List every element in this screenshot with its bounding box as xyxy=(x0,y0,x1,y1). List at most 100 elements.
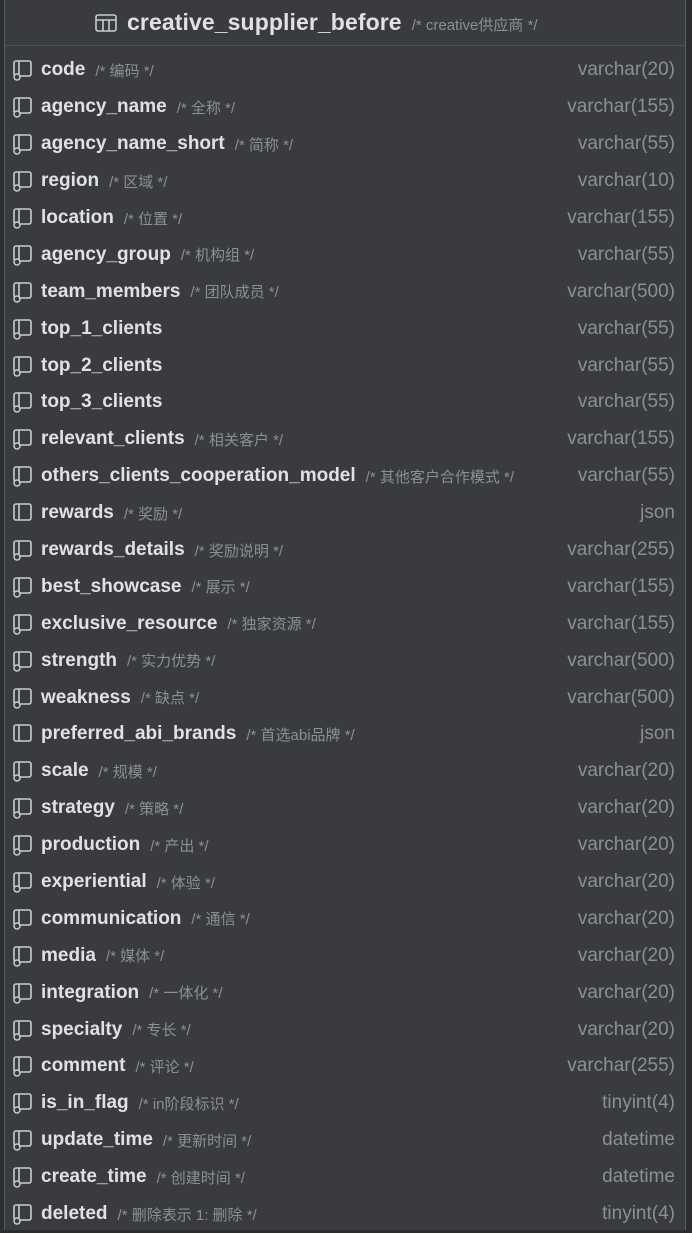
column-comment: /* in阶段标识 */ xyxy=(138,1095,239,1113)
column-name: deleted xyxy=(41,1203,108,1225)
key-column-icon xyxy=(12,207,36,229)
column-name: top_1_clients xyxy=(41,317,163,339)
column-comment: /* 通信 */ xyxy=(191,911,250,929)
column-row-agency-name-short[interactable]: agency_name_short/* 简称 */varchar(55) xyxy=(5,126,685,163)
column-type: varchar(155) xyxy=(567,96,675,118)
column-name: best_showcase xyxy=(41,575,182,597)
key-column-icon xyxy=(12,428,36,451)
column-type: varchar(55) xyxy=(577,243,675,265)
column-comment: /* 媒体 */ xyxy=(105,948,165,966)
column-row-communication[interactable]: communication/* 通信 */varchar(20) xyxy=(5,900,685,937)
column-row-rewards-details[interactable]: rewards_details/* 奖励说明 */varchar(255) xyxy=(5,532,685,569)
column-row-relevant-clients[interactable]: relevant_clients/* 相关客户 */varchar(155) xyxy=(5,421,685,458)
column-comment: /* 体验 */ xyxy=(156,874,215,892)
column-name: agency_group xyxy=(41,243,171,265)
column-type: varchar(255) xyxy=(567,1055,675,1077)
column-row-team-members[interactable]: team_members /* 团队成员 */ varchar(500) xyxy=(5,273,685,310)
table-icon xyxy=(95,13,117,32)
column-name: production xyxy=(41,834,141,856)
key-column-icon xyxy=(12,1166,36,1188)
column-name: location xyxy=(41,207,114,228)
column-row-agency-group[interactable]: agency_group/* 机构组 */varchar(55) xyxy=(5,236,685,273)
column-row-experiential[interactable]: experiential /* 体验 */ varchar(20) xyxy=(5,864,685,901)
column-name: top_3_clients xyxy=(41,391,163,413)
column-comment: /* 位置 */ xyxy=(123,210,183,228)
column-comment: /* 专长 */ xyxy=(132,1022,191,1040)
column-row-region[interactable]: region/* 区域 */varchar(10) xyxy=(5,163,685,200)
column-comment: /* 其他客户合作模式 */ xyxy=(365,468,515,486)
column-type: varchar(155) xyxy=(567,428,675,450)
column-row-code[interactable]: code/* 编码 */varchar(20) xyxy=(5,52,685,89)
column-name: create_time xyxy=(41,1166,147,1188)
column-row-scale[interactable]: scale/* 规模 */varchar(20) xyxy=(5,753,685,790)
column-comment: /* 评论 */ xyxy=(135,1058,194,1076)
column-row-integration[interactable]: integration/* 一体化 */varchar(20) xyxy=(5,974,685,1011)
column-type: varchar(155) xyxy=(567,575,675,597)
column-row-location[interactable]: location/* 位置 */varchar(155) xyxy=(5,200,685,237)
column-type: varchar(20) xyxy=(577,834,675,856)
column-name: code xyxy=(41,59,86,81)
column-type: varchar(155) xyxy=(567,612,675,634)
column-row-strength[interactable]: strength/* 实力优势 */varchar(500) xyxy=(5,642,685,679)
column-name: region xyxy=(41,170,100,192)
column-comment: /* 区域 */ xyxy=(109,173,168,191)
column-row-others-clients-cooperation-model[interactable]: others_clients_cooperation_model/* 其他客户合… xyxy=(5,458,685,495)
column-name: experiential xyxy=(41,871,147,893)
column-type: datetime xyxy=(602,1129,675,1151)
column-type: varchar(20) xyxy=(577,981,675,1003)
column-type: datetime xyxy=(602,1166,675,1188)
key-column-icon xyxy=(12,687,36,709)
table-comment: /* creative供应商 */ xyxy=(411,16,538,34)
column-type: varchar(20) xyxy=(577,797,675,819)
column-row-comment[interactable]: comment/* 评论 */varchar(255) xyxy=(5,1048,685,1085)
key-column-icon xyxy=(12,1055,36,1078)
column-type: tinyint(4) xyxy=(602,1203,675,1225)
column-row-top-2-clients[interactable]: top_2_clients varchar(55) xyxy=(5,347,685,384)
column-icon xyxy=(12,502,36,524)
column-row-strategy[interactable]: strategy/* 策略 */varchar(20) xyxy=(5,790,685,827)
column-type: varchar(500) xyxy=(567,280,675,302)
column-row-rewards[interactable]: rewards/* 奖励 */json xyxy=(5,495,685,532)
column-name: strength xyxy=(41,649,117,671)
column-row-deleted[interactable]: deleted/* 删除表示 1: 删除 */tinyint(4) xyxy=(5,1196,685,1233)
column-row-agency-name[interactable]: agency_name/* 全称 */varchar(155) xyxy=(5,89,685,126)
column-row-exclusive-resource[interactable]: exclusive_resource/* 独家资源 */varchar(155) xyxy=(5,605,685,642)
column-type: varchar(20) xyxy=(577,871,675,893)
column-row-weakness[interactable]: weakness/* 缺点 */varchar(500) xyxy=(5,679,685,716)
column-name: team_members xyxy=(41,280,181,302)
column-type: varchar(55) xyxy=(577,354,675,376)
key-column-icon xyxy=(12,834,36,856)
column-row-media[interactable]: media/* 媒体 */varchar(20) xyxy=(5,937,685,974)
key-column-icon xyxy=(12,355,36,377)
key-column-icon xyxy=(12,982,36,1004)
table-header[interactable]: creative_supplier_before /* creative供应商 … xyxy=(5,0,685,46)
column-row-specialty[interactable]: specialty/* 专长 */varchar(20) xyxy=(5,1011,685,1048)
column-name: rewards_details xyxy=(41,539,185,561)
key-column-icon xyxy=(12,760,36,783)
table-name: creative_supplier_before xyxy=(127,9,402,35)
column-comment: /* 实力优势 */ xyxy=(127,653,216,671)
key-column-icon xyxy=(12,465,36,487)
column-name: preferred_abi_brands xyxy=(41,723,237,745)
key-column-icon xyxy=(12,391,36,414)
column-type: varchar(20) xyxy=(577,760,675,782)
column-row-update-time[interactable]: update_time/* 更新时间 */datetime xyxy=(5,1122,685,1159)
column-row-best-showcase[interactable]: best_showcase/* 展示 */varchar(155) xyxy=(5,568,685,605)
column-name: update_time xyxy=(41,1129,153,1151)
column-row-production[interactable]: production /* 产出 */ varchar(20) xyxy=(5,827,685,864)
key-column-icon xyxy=(12,1092,36,1115)
column-row-create-time[interactable]: create_time/* 创建时间 */datetime xyxy=(5,1159,685,1196)
column-row-is-in-flag[interactable]: is_in_flag/* in阶段标识 */tinyint(4) xyxy=(5,1085,685,1122)
column-name: top_2_clients xyxy=(41,354,163,376)
column-row-preferred-abi-brands[interactable]: preferred_abi_brands/* 首选abi品牌 */json xyxy=(5,716,685,753)
column-type: varchar(55) xyxy=(577,133,675,155)
column-comment: /* 奖励说明 */ xyxy=(194,542,283,560)
column-comment: /* 简称 */ xyxy=(234,136,294,154)
column-comment: /* 产出 */ xyxy=(150,837,209,855)
column-comment: /* 团队成员 */ xyxy=(190,284,279,302)
column-type: varchar(55) xyxy=(577,465,675,487)
column-comment: /* 奖励 */ xyxy=(123,505,183,523)
key-column-icon xyxy=(12,59,36,82)
